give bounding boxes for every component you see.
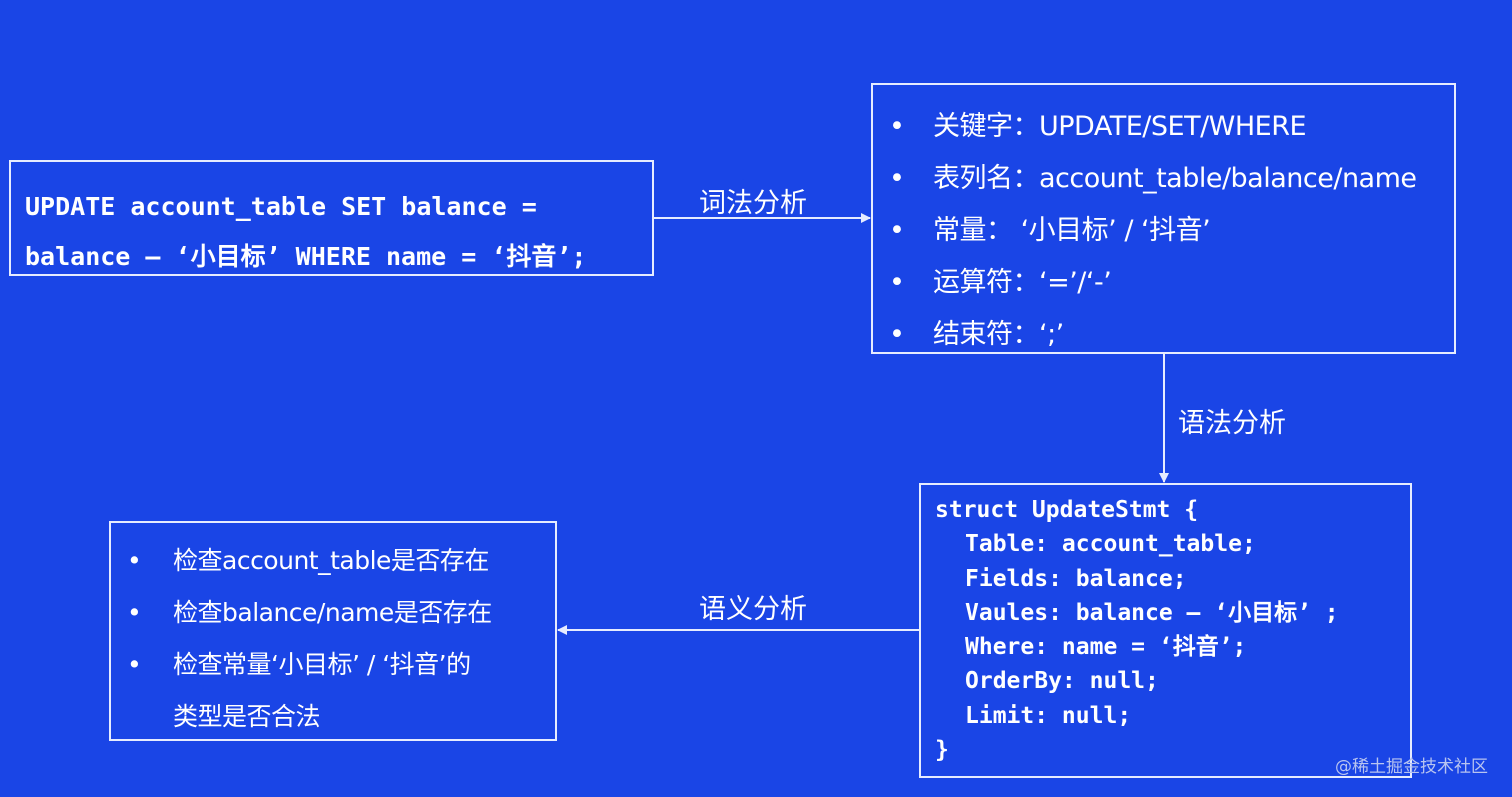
list-item: • 结束符：‘;’ [885, 309, 1454, 361]
token-terminator: 结束符：‘;’ [933, 319, 1064, 350]
list-item: • 常量： ‘小目标’ / ‘抖音’ [885, 205, 1454, 257]
bullet: • [127, 598, 142, 627]
bullet: • [889, 111, 905, 142]
check-table-exists: 检查account_table是否存在 [173, 546, 489, 575]
token-keywords: 关键字：UPDATE/SET/WHERE [933, 111, 1307, 142]
struct-open-line: struct UpdateStmt { [935, 497, 1199, 523]
check-constant-types-continued: 类型是否合法 [173, 702, 321, 731]
bullet: • [889, 163, 905, 194]
struct-close-line: } [935, 737, 949, 764]
check-columns-exist: 检查balance/name是否存在 [173, 598, 492, 627]
bullet: • [127, 650, 142, 679]
check-list: • 检查account_table是否存在 • 检查balance/name是否存在… [125, 535, 555, 743]
bullet: • [889, 267, 905, 298]
token-identifiers: 表列名：account_table/balance/name [933, 163, 1417, 194]
struct-field-values: Vaules: balance – ‘小目标’ ; [965, 599, 1339, 626]
list-item: • 检查balance/name是否存在 [125, 587, 555, 639]
bullet: • [889, 319, 905, 350]
token-list: • 关键字：UPDATE/SET/WHERE • 表列名：account_table… [885, 101, 1454, 361]
syntax-analysis-label: 语法分析 [1178, 408, 1286, 439]
list-item: • 检查account_table是否存在 [125, 535, 555, 587]
lexical-analysis-label: 词法分析 [699, 188, 807, 219]
sql-line-1: UPDATE account_table SET balance = [25, 192, 537, 221]
semantic-analysis-label: 语义分析 [699, 594, 807, 625]
list-item: • 运算符：‘=’/‘-’ [885, 257, 1454, 309]
struct-field-fields: Fields: balance; [965, 565, 1187, 592]
list-item: • 关键字：UPDATE/SET/WHERE [885, 101, 1454, 153]
semantic-checks-box: • 检查account_table是否存在 • 检查balance/name是否存在… [109, 521, 557, 741]
lexical-tokens-box: • 关键字：UPDATE/SET/WHERE • 表列名：account_table… [871, 83, 1456, 354]
token-operators: 运算符：‘=’/‘-’ [933, 267, 1112, 298]
bullet: • [127, 546, 142, 575]
check-constant-types: 检查常量‘小目标’ / ‘抖音’的 [173, 650, 471, 679]
struct-field-limit: Limit: null; [965, 702, 1132, 729]
sql-line-2: balance – ‘小目标’ WHERE name = ‘抖音’; [25, 242, 587, 271]
struct-field-where: Where: name = ‘抖音’; [965, 634, 1247, 661]
ast-struct-box: struct UpdateStmt { Table: account_table… [919, 483, 1412, 778]
struct-field-table: Table: account_table; [965, 531, 1256, 558]
list-item: • 表列名：account_table/balance/name [885, 153, 1454, 205]
watermark: @稀土掘金技术社区 [1335, 757, 1488, 777]
sql-statement-box: UPDATE account_table SET balance = balan… [9, 160, 654, 276]
token-constants: 常量： ‘小目标’ / ‘抖音’ [933, 215, 1211, 246]
struct-field-orderby: OrderBy: null; [965, 668, 1159, 695]
list-item: • 检查常量‘小目标’ / ‘抖音’的类型是否合法 [125, 639, 555, 743]
bullet: • [889, 215, 905, 246]
